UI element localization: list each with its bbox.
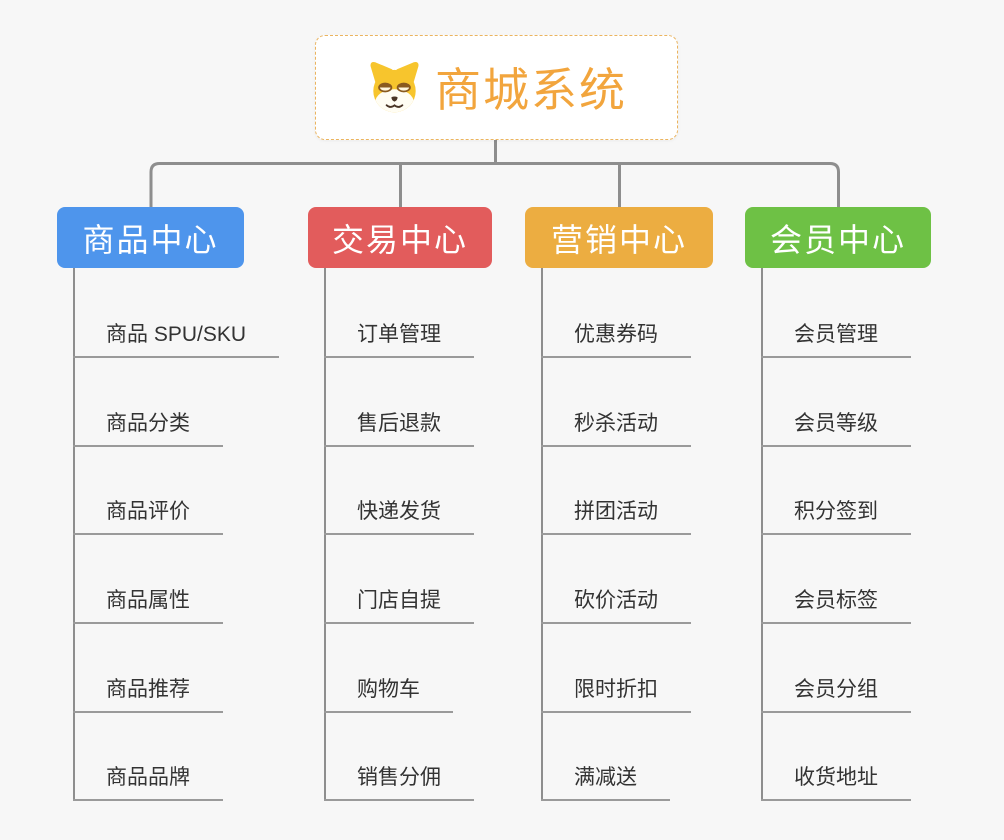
mindmap-item[interactable]: 商品 SPU/SKU — [73, 312, 280, 358]
mindmap-item[interactable]: 会员分组 — [761, 667, 911, 713]
branch-label: 会员中心 — [769, 221, 906, 258]
mindmap-item[interactable]: 拼团活动 — [541, 489, 691, 535]
item-label: 快递发货 — [357, 500, 441, 523]
item-label: 商品品牌 — [106, 766, 190, 789]
mindmap-item[interactable]: 门店自提 — [324, 578, 474, 624]
mindmap-item[interactable]: 购物车 — [324, 667, 453, 713]
item-label: 销售分佣 — [357, 766, 441, 789]
item-label: 售后退款 — [357, 412, 441, 435]
branch-label: 交易中心 — [331, 221, 468, 258]
item-label: 门店自提 — [357, 589, 441, 612]
item-label: 积分签到 — [794, 500, 878, 523]
mindmap-item[interactable]: 会员管理 — [761, 312, 911, 358]
mindmap-item[interactable]: 快递发货 — [324, 489, 474, 535]
mindmap-item[interactable]: 满减送 — [541, 755, 670, 801]
item-label: 订单管理 — [357, 323, 441, 346]
mindmap-item[interactable]: 销售分佣 — [324, 755, 474, 801]
item-label: 商品分类 — [106, 412, 190, 435]
mindmap-item[interactable]: 秒杀活动 — [541, 401, 691, 447]
item-label: 收货地址 — [794, 766, 878, 789]
branch-node[interactable]: 营销中心 — [525, 207, 713, 268]
item-label: 满减送 — [574, 766, 637, 789]
mindmap-item[interactable]: 会员等级 — [761, 401, 911, 447]
mindmap-item[interactable]: 会员标签 — [761, 578, 911, 624]
item-label: 拼团活动 — [574, 500, 658, 523]
item-label: 会员管理 — [794, 323, 878, 346]
mindmap-item[interactable]: 商品属性 — [73, 578, 223, 624]
mindmap-item[interactable]: 商品品牌 — [73, 755, 223, 801]
branch-node[interactable]: 商品中心 — [57, 207, 244, 268]
item-label: 优惠券码 — [574, 323, 658, 346]
mindmap-item[interactable]: 限时折扣 — [541, 667, 691, 713]
mindmap-item[interactable]: 商品评价 — [73, 489, 223, 535]
mindmap-item[interactable]: 商品分类 — [73, 401, 223, 447]
mindmap-item[interactable]: 优惠券码 — [541, 312, 691, 358]
item-label: 商品评价 — [106, 500, 190, 523]
item-label: 会员分组 — [794, 678, 878, 701]
item-label: 商品 SPU/SKU — [106, 323, 247, 346]
mindmap-item[interactable]: 积分签到 — [761, 489, 911, 535]
item-label: 购物车 — [357, 678, 420, 701]
item-label: 限时折扣 — [574, 678, 658, 701]
item-label: 会员标签 — [794, 589, 878, 612]
item-label: 商品推荐 — [106, 678, 190, 701]
item-label: 秒杀活动 — [574, 412, 658, 435]
item-label: 商品属性 — [106, 589, 190, 612]
mindmap-item[interactable]: 收货地址 — [761, 755, 911, 801]
mindmap-item[interactable]: 砍价活动 — [541, 578, 691, 624]
root-label: 商城系统 — [435, 63, 627, 116]
branch-node[interactable]: 会员中心 — [745, 207, 931, 268]
branch-label: 营销中心 — [550, 221, 687, 258]
root-node[interactable]: 商城系统 — [315, 35, 678, 140]
dog-face-icon — [366, 61, 423, 114]
mindmap-item[interactable]: 订单管理 — [324, 312, 474, 358]
mindmap-item[interactable]: 售后退款 — [324, 401, 474, 447]
mindmap-item[interactable]: 商品推荐 — [73, 667, 223, 713]
item-label: 会员等级 — [794, 412, 878, 435]
branch-node[interactable]: 交易中心 — [308, 207, 492, 268]
branch-label: 商品中心 — [82, 221, 219, 258]
item-label: 砍价活动 — [574, 589, 658, 612]
